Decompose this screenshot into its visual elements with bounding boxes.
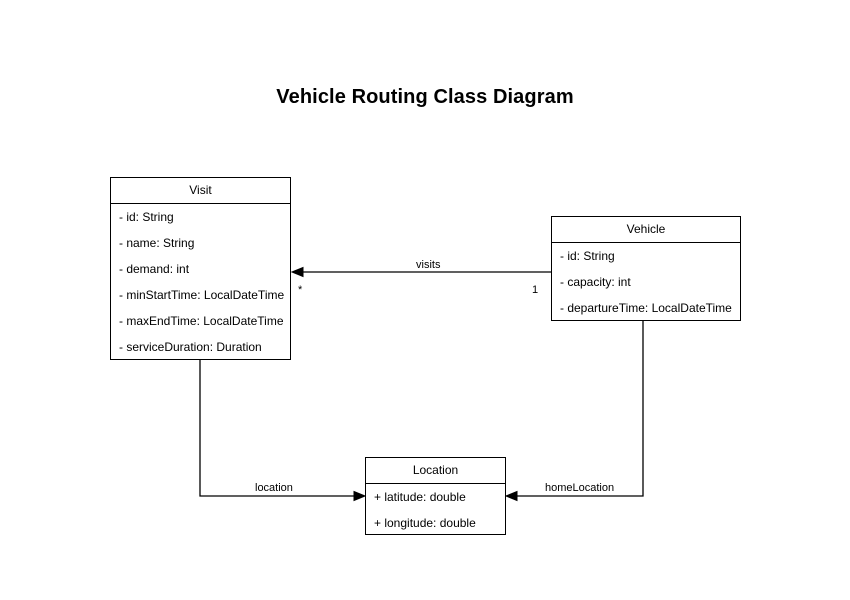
class-box-visit[interactable]: Visit - id: String - name: String - dema…	[110, 177, 291, 360]
class-box-vehicle[interactable]: Vehicle - id: String - capacity: int - d…	[551, 216, 741, 321]
attribute-row: - name: String	[119, 236, 195, 250]
attribute-row: - minStartTime: LocalDateTime	[119, 288, 285, 302]
class-attributes-vehicle: - id: String - capacity: int - departure…	[552, 243, 740, 321]
attribute-row: - id: String	[119, 210, 174, 224]
edge-home-location	[504, 321, 644, 502]
class-box-location[interactable]: Location + latitude: double + longitude:…	[365, 457, 506, 535]
class-attributes-location: + latitude: double + longitude: double	[366, 484, 505, 536]
attribute-row: - capacity: int	[560, 275, 631, 289]
edge-label-visits: visits	[413, 259, 444, 271]
edge-label-home-location: homeLocation	[542, 482, 618, 494]
class-name-location: Location	[366, 458, 505, 484]
edge-location	[199, 360, 367, 502]
class-name-visit: Visit	[111, 178, 290, 204]
attribute-row: - maxEndTime: LocalDateTime	[119, 314, 284, 328]
attribute-row: + latitude: double	[374, 490, 466, 504]
attribute-row: - demand: int	[119, 262, 190, 276]
attribute-row: + longitude: double	[374, 516, 476, 530]
attribute-row: - departureTime: LocalDateTime	[560, 301, 732, 315]
page-title: Vehicle Routing Class Diagram	[276, 86, 574, 108]
attribute-row: - serviceDuration: Duration	[119, 340, 262, 354]
multiplicity-visits-target: *	[298, 284, 303, 296]
class-attributes-visit: - id: String - name: String - demand: in…	[111, 204, 290, 360]
multiplicity-visits-source: 1	[532, 284, 539, 296]
class-name-vehicle: Vehicle	[552, 217, 740, 243]
edge-label-location: location	[252, 482, 296, 494]
attribute-row: - id: String	[560, 249, 615, 263]
